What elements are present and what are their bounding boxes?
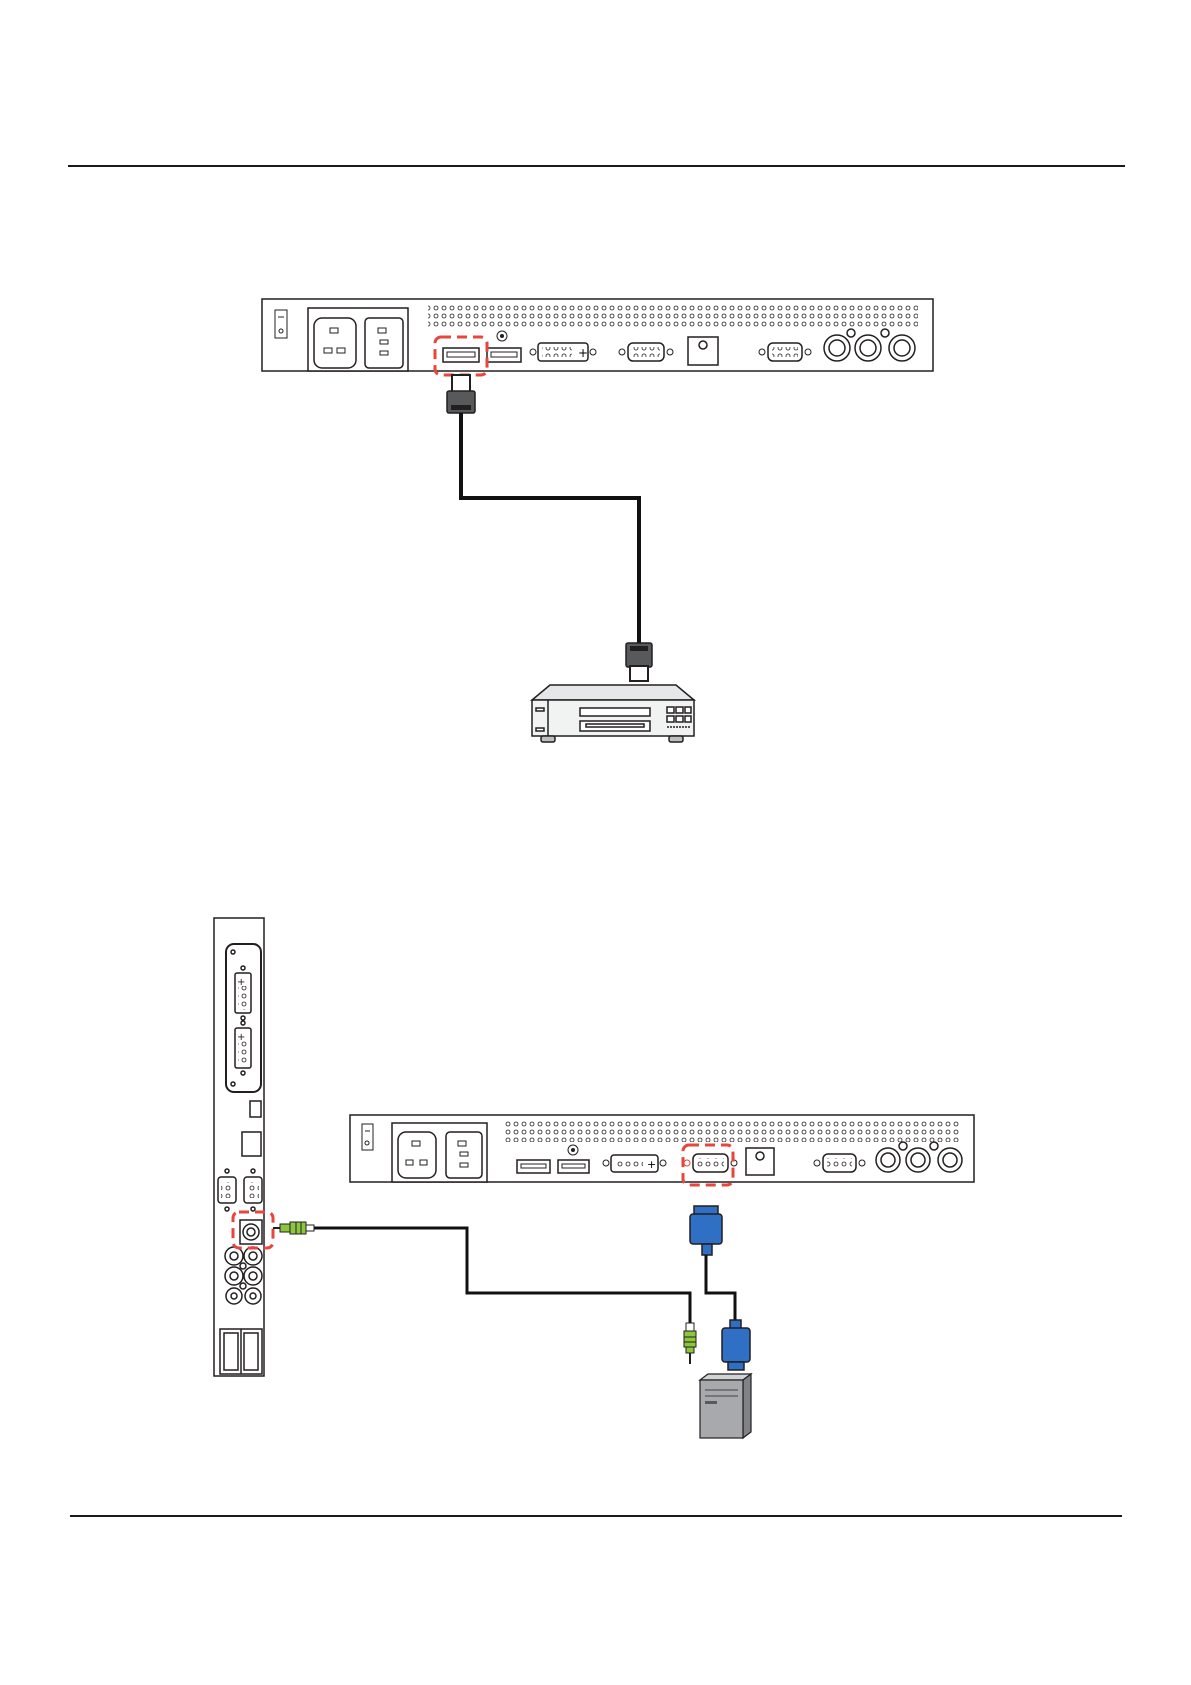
audio-jack-icon — [684, 1323, 696, 1364]
svg-text:+: + — [578, 346, 588, 360]
audio-cable — [314, 1228, 690, 1323]
hdmi-port — [517, 1160, 550, 1173]
dvi-port: + — [530, 343, 596, 361]
displayport-port — [558, 1160, 589, 1173]
pc-tower-icon — [700, 1374, 751, 1438]
svg-text:+: + — [237, 977, 245, 988]
hdmi-plug-icon — [447, 375, 475, 413]
power-inlet-out — [365, 318, 403, 368]
display-side-panel: + + — [214, 918, 264, 1376]
power-inlet-in — [314, 318, 356, 368]
vga-cable — [706, 1255, 735, 1320]
svg-text:+: + — [237, 1032, 245, 1043]
hdmi-cable — [461, 413, 639, 643]
hdmi-plug-icon — [626, 643, 652, 681]
hdmi-port — [443, 348, 479, 362]
power-inlet-out — [446, 1132, 482, 1178]
dvi-port: + — [603, 1155, 666, 1172]
vga-plug-icon — [722, 1320, 750, 1370]
displayport-port — [487, 348, 521, 362]
dvi-port: + — [235, 966, 251, 1020]
display-rear-panel: + — [262, 299, 933, 371]
display-rear-panel: + — [350, 1115, 974, 1182]
audio-jack-icon — [273, 1222, 314, 1234]
dvi-port: + — [235, 1021, 251, 1075]
power-switch — [362, 1124, 373, 1150]
dvd-player-icon — [532, 685, 694, 742]
power-inlet-in — [398, 1132, 436, 1178]
vent-grille — [428, 304, 918, 328]
power-switch — [275, 310, 287, 338]
pc-vga-audio-connection-diagram: + + — [214, 918, 974, 1438]
audio-in-port — [240, 1220, 262, 1244]
vent-grille — [503, 1120, 961, 1142]
hdmi-connection-diagram: + — [262, 299, 933, 742]
svg-text:+: + — [647, 1158, 656, 1171]
vga-plug-icon — [690, 1206, 722, 1255]
